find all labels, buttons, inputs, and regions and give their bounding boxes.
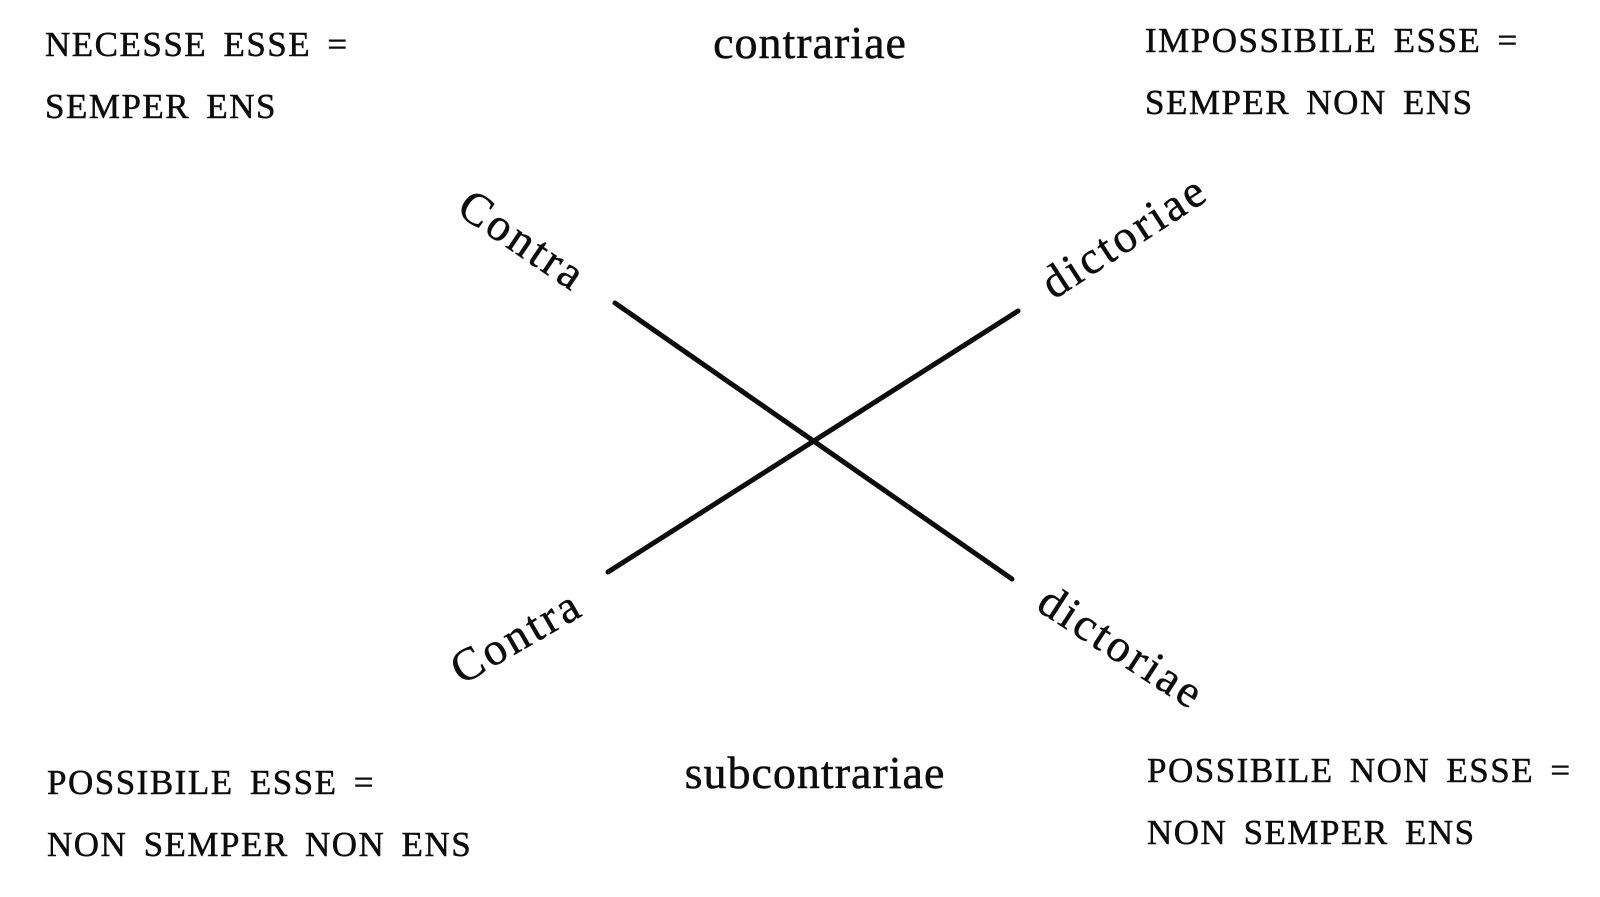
- diagonal-line-bottomleft-topright: [605, 308, 1021, 575]
- proposition-line: IMPOSSIBILE ESSE =: [1145, 21, 1519, 61]
- proposition-line: NON SEMPER ENS: [1147, 813, 1476, 853]
- corner-bottom-left-proposition: POSSIBILE ESSE = NON SEMPER NON ENS: [47, 752, 472, 876]
- relation-contrariae-label: contrariae: [713, 17, 907, 69]
- corner-bottom-right-proposition: POSSIBILE NON ESSE = NON SEMPER ENS: [1147, 740, 1572, 864]
- relation-subcontrariae-label: subcontrariae: [684, 747, 946, 799]
- proposition-line: SEMPER NON ENS: [1145, 83, 1474, 123]
- proposition-line: NECESSE ESSE =: [45, 25, 349, 65]
- proposition-line: POSSIBILE ESSE =: [47, 763, 376, 803]
- proposition-line: SEMPER ENS: [45, 87, 278, 127]
- proposition-line: NON SEMPER NON ENS: [47, 825, 473, 865]
- proposition-line: POSSIBILE NON ESSE =: [1147, 751, 1572, 791]
- corner-top-right-proposition: IMPOSSIBILE ESSE = SEMPER NON ENS: [1145, 10, 1519, 134]
- corner-top-left-proposition: NECESSE ESSE = SEMPER ENS: [45, 14, 349, 138]
